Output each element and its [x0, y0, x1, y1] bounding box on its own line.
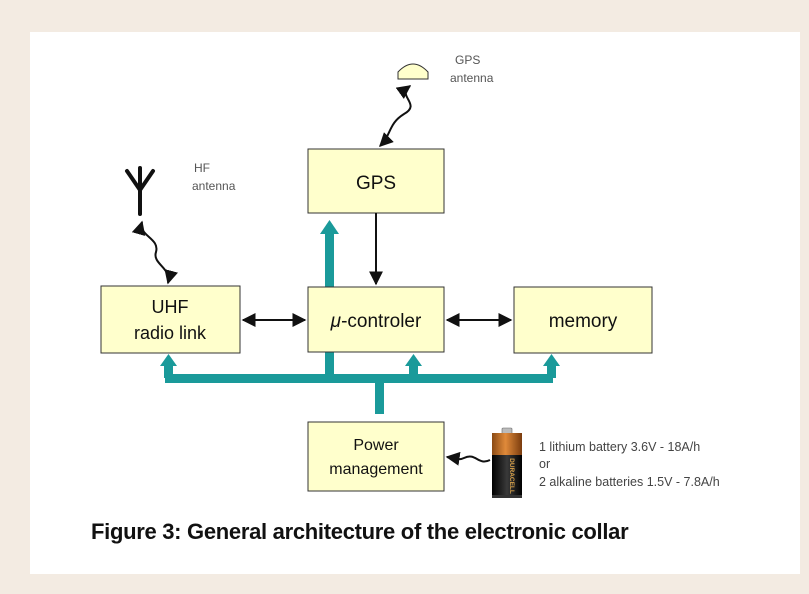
uhf-label-line1: UHF: [152, 297, 189, 317]
hf-antenna-icon: [125, 166, 155, 216]
memory-box: memory: [513, 286, 653, 354]
battery-note-line2: or: [539, 457, 550, 471]
controller-box: μ-controler: [307, 286, 445, 353]
battery-brand: DURACELL: [508, 458, 515, 494]
arrow-battery-power: [445, 451, 491, 466]
power-label-line2: management: [329, 461, 423, 478]
power-label-line1: Power: [353, 437, 399, 454]
memory-label: memory: [549, 311, 618, 332]
controller-mu: μ: [330, 311, 342, 332]
power-management-box: Power management: [307, 421, 445, 492]
controller-label: -controler: [341, 311, 422, 332]
hf-antenna-label-line1: HF: [194, 161, 210, 175]
battery-note-line1: 1 lithium battery 3.6V - 18A/h: [539, 440, 700, 454]
svg-text:μ-controler: μ-controler: [330, 311, 422, 332]
gps-box: GPS: [307, 148, 445, 214]
gps-antenna-label-line1: GPS: [455, 53, 480, 67]
signal-arrows: [131, 85, 513, 466]
gps-label: GPS: [356, 173, 396, 194]
hf-antenna-label-line2: antenna: [192, 179, 236, 193]
uhf-radio-box: UHF radio link: [100, 285, 241, 354]
battery-note-line3: 2 alkaline batteries 1.5V - 7.8A/h: [539, 475, 720, 489]
battery-icon: DURACELL: [492, 427, 522, 498]
uhf-label-line2: radio link: [134, 323, 207, 343]
arrow-gps-antenna: [379, 85, 412, 147]
figure-caption: Figure 3: General architecture of the el…: [91, 519, 629, 544]
gps-antenna-label-line2: antenna: [450, 71, 494, 85]
arrow-hf-antenna: [131, 220, 178, 285]
gps-antenna-icon: [397, 63, 429, 80]
